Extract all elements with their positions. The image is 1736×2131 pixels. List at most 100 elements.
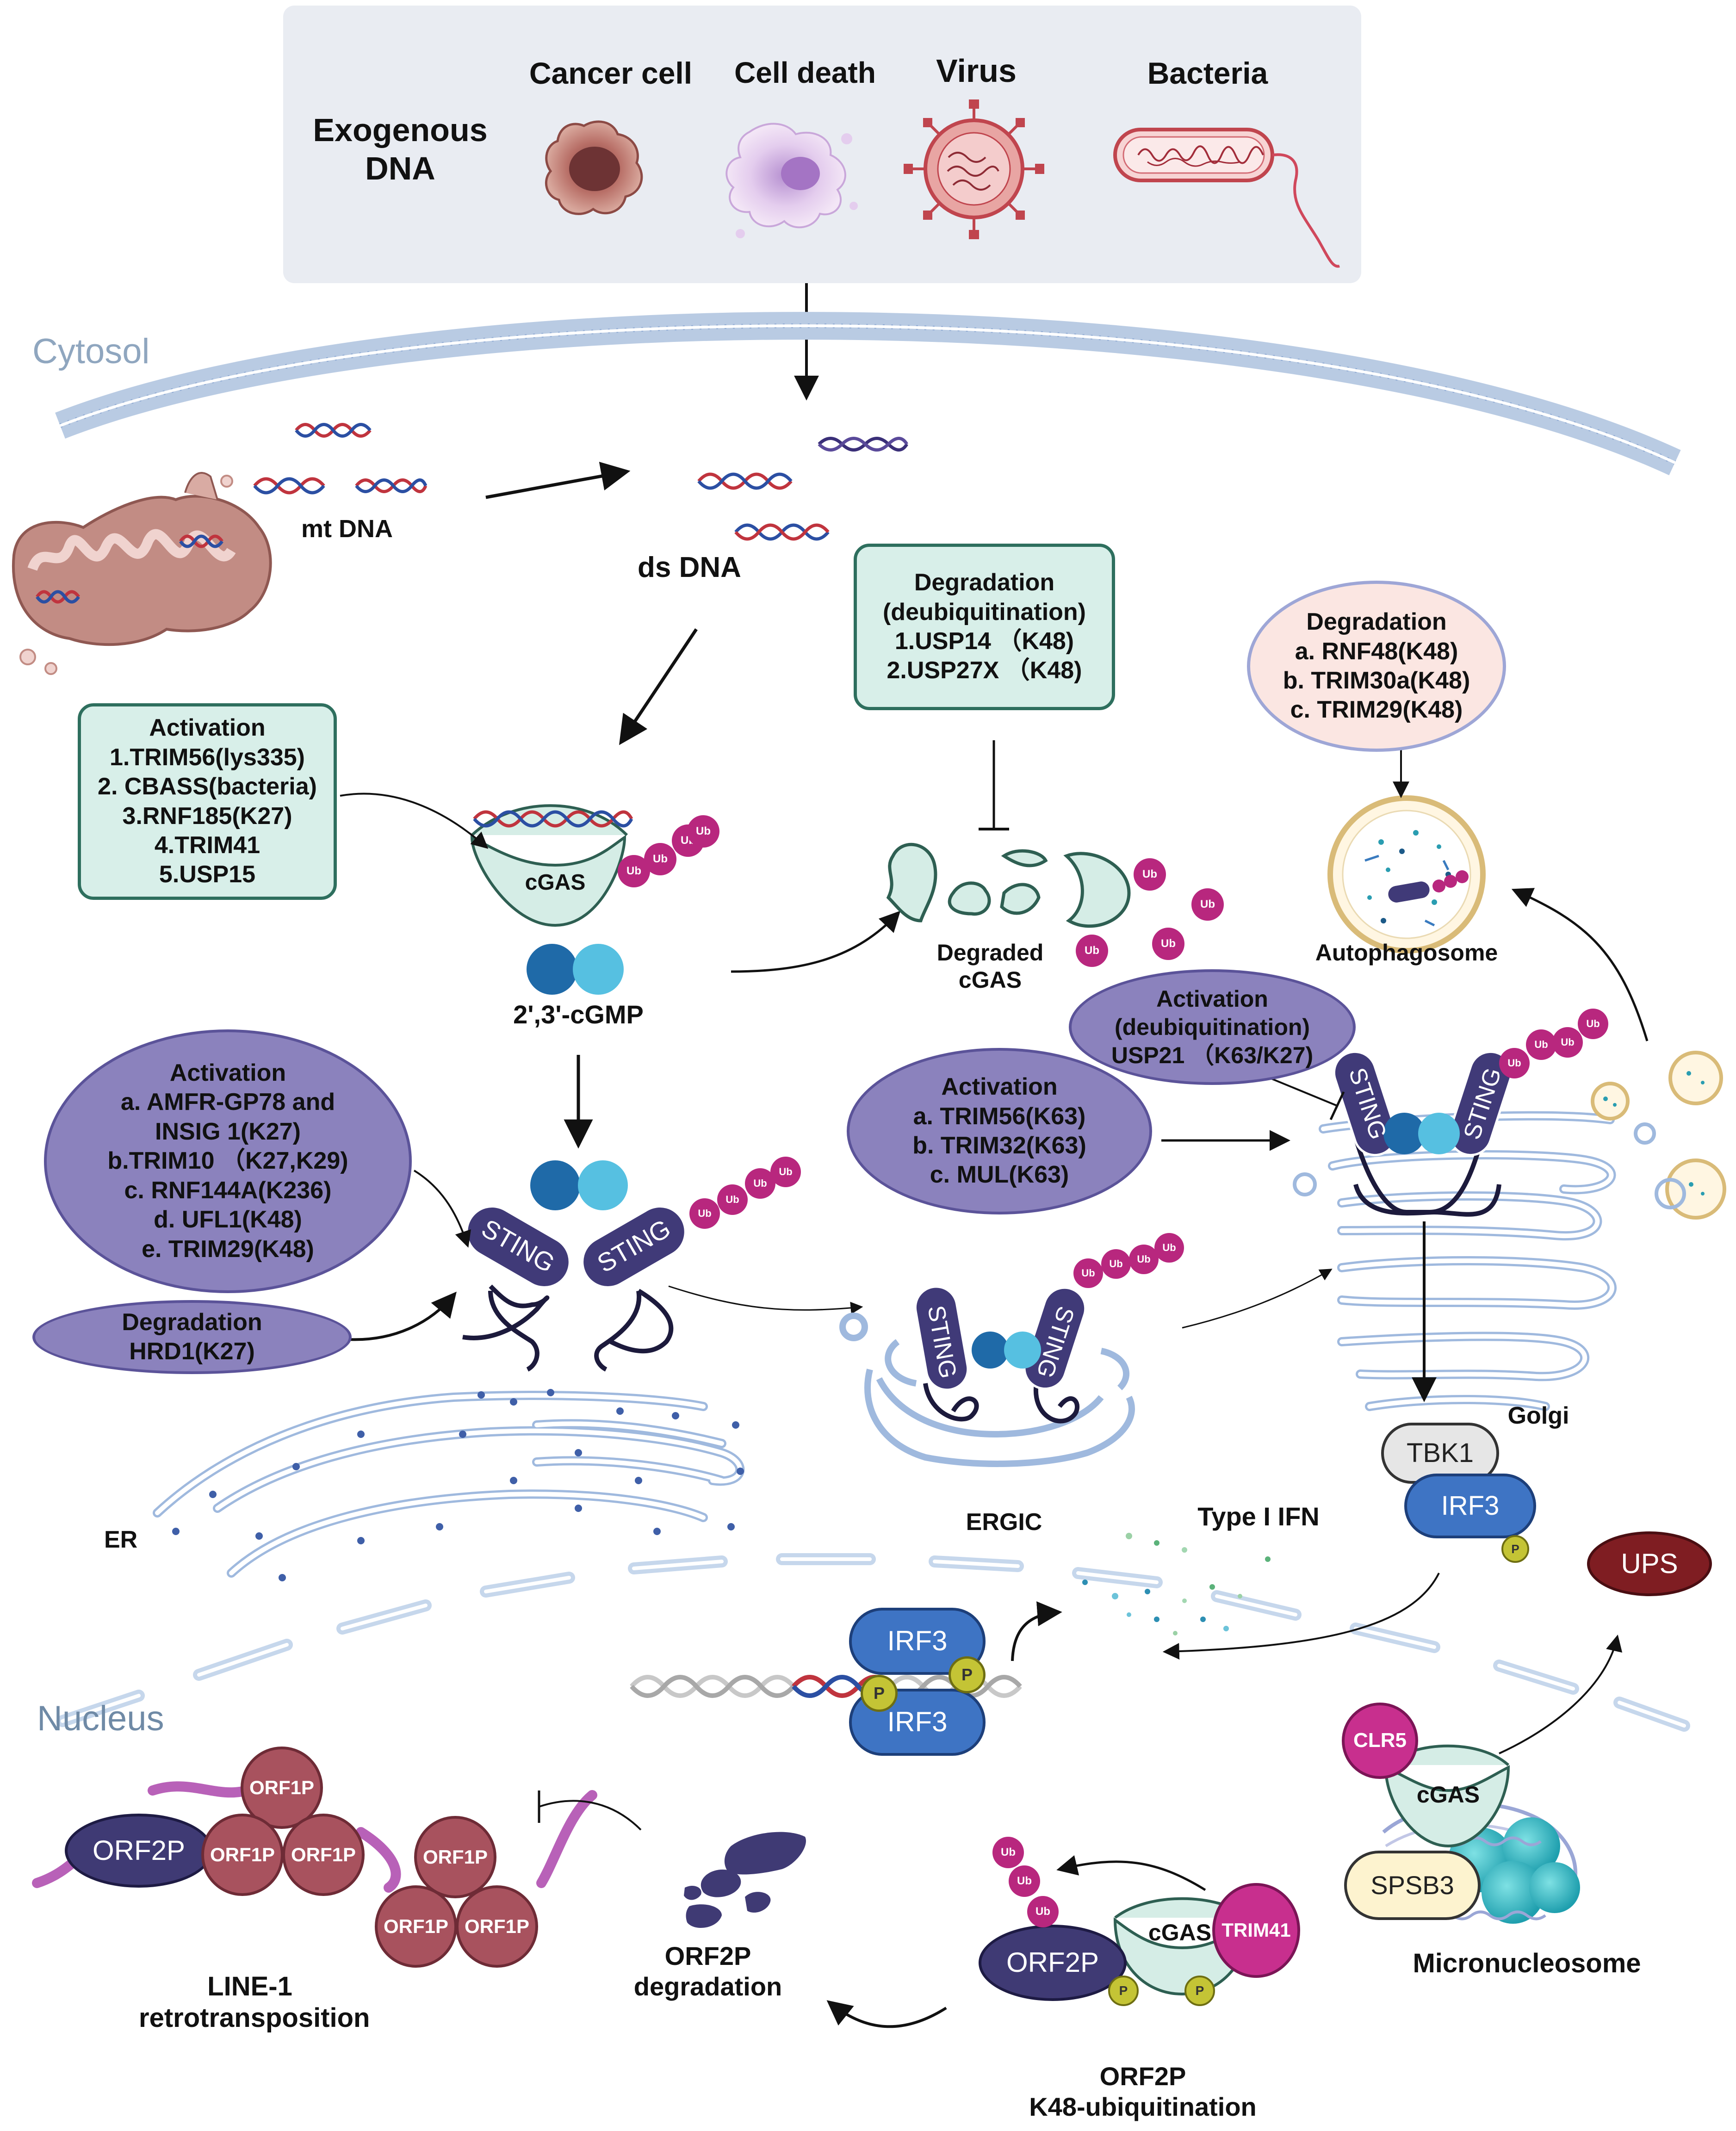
label-cell-death: Cell death <box>734 56 876 89</box>
phosphate-badge: P <box>1501 1535 1529 1563</box>
ds-dna-strand-3 <box>734 523 830 541</box>
sting-ergic <box>914 1285 1087 1424</box>
degraded-cgas-fragments <box>886 842 1131 928</box>
label-type-i-ifn: Type I IFN <box>1197 1502 1320 1531</box>
cgas-degradation-item: 1.USP14 （K48) <box>894 628 1074 655</box>
mt-dna-strand-1 <box>253 477 325 495</box>
ub-badge: Ub <box>1129 1245 1159 1274</box>
mt-dna-strand-3 <box>355 478 428 493</box>
label-degraded-cgas: Degraded cGAS <box>907 939 1073 994</box>
label-orf2p-deg1: ORF2P <box>664 1941 751 1970</box>
cgas-degradation-subtitle: (deubiquitination) <box>882 598 1086 626</box>
label-golgi: Golgi <box>1507 1402 1569 1429</box>
sting-degradation-item: a. RNF48(K48) <box>1295 638 1458 665</box>
label-orf2p-ub1: ORF2P <box>1099 2062 1186 2091</box>
arrow-activation-left-to-sting <box>413 1170 471 1248</box>
plasma-membrane <box>55 312 1681 476</box>
ub-badge: Ub <box>689 1198 720 1229</box>
cgas-activation-item: 2. CBASS(bacteria) <box>98 773 317 800</box>
orf1p-protein: ORF1P <box>456 1885 538 1968</box>
arrow-mtdna-to-dsdna <box>485 462 631 499</box>
sting-activation-left-item: d. UFL1(K48) <box>154 1206 302 1233</box>
ub-badge: Ub <box>1578 1009 1608 1039</box>
orf1p-protein: ORF1P <box>375 1885 457 1968</box>
exogenous-dna-title: Exogenous DNA <box>301 111 500 187</box>
arrow-dsdna-to-cgas <box>619 628 698 745</box>
sting-activation-left-item: b.TRIM10 （K27,K29) <box>107 1147 348 1175</box>
orf2p-fragments <box>684 1832 806 1928</box>
irf3-protein-nucleus-bottom: IRF3 <box>849 1689 986 1756</box>
ergic-compartment <box>839 1313 1135 1467</box>
arrow-hrd1-to-sting <box>347 1291 457 1341</box>
arrow-irf3-to-nucleus <box>1162 1573 1440 1660</box>
ub-badge: Ub <box>1134 858 1166 891</box>
ds-dna-strand-2 <box>818 437 909 452</box>
label-orf2p-k48-ubiquitination: ORF2P K48-ubiquitination <box>1027 2061 1259 2122</box>
phosphate-badge: P <box>1108 1976 1139 2006</box>
label-ds-dna: ds DNA <box>638 551 741 583</box>
label-degraded-cgas-line1: Degraded <box>936 940 1044 966</box>
label-cgas: cGAS <box>1148 1920 1212 1945</box>
label-cancer-cell: Cancer cell <box>529 56 693 90</box>
sting-degradation-item: c. TRIM29(K48) <box>1290 696 1463 724</box>
sting-activation-mid-item: a. TRIM56(K63) <box>913 1103 1086 1130</box>
interferon-particles <box>1082 1533 1271 1635</box>
orf1p-protein: ORF1P <box>414 1816 496 1898</box>
phosphate-badge: P <box>949 1656 986 1693</box>
cgas-activation-item: 1.TRIM56(lys335) <box>110 743 305 771</box>
ub-badge: Ub <box>1027 1896 1059 1927</box>
label-line1-retrotransposition: LINE-1 retrotransposition <box>139 1971 370 2034</box>
sting-degradation-item: b. TRIM30a(K48) <box>1283 667 1470 694</box>
cgas-activation-item: 4.TRIM41 <box>154 831 260 859</box>
sting-activation-left-item: a. AMFR-GP78 and <box>120 1089 335 1116</box>
hrd1-item: HRD1(K27) <box>129 1338 255 1365</box>
usp21-subtitle: (deubiquitination) <box>1114 1014 1310 1040</box>
bacteria-icon <box>1113 128 1340 268</box>
virus-icon <box>904 99 1044 239</box>
ub-badge: Ub <box>1526 1029 1556 1060</box>
exogenous-title-line2: DNA <box>365 150 435 186</box>
cgas-activation-item: 5.USP15 <box>159 861 256 888</box>
arrow-trim41-to-ub <box>1056 1855 1206 1891</box>
inhibit-line-orf2p <box>539 1800 642 1831</box>
ups-proteasome: UPS <box>1587 1531 1712 1596</box>
mt-dna-strand-4 <box>36 590 80 604</box>
ds-dna-strand-1 <box>697 472 793 490</box>
golgi-vesicles <box>1293 1051 1726 1220</box>
usp21-item: USP21 （K63/K27) <box>1111 1042 1314 1068</box>
er-ribosomes <box>172 1389 744 1581</box>
ub-badge: Ub <box>1076 935 1108 967</box>
cgas-degradation-item: 2.USP27X （K48) <box>887 657 1082 684</box>
autophagosome-icon <box>1327 795 1486 954</box>
ub-badge: Ub <box>717 1184 748 1215</box>
label-autophagosome: Autophagosome <box>1315 940 1498 966</box>
sting-activation-left-item: e. TRIM29(K48) <box>142 1235 314 1263</box>
sting-activation-left-ellipse: Activation a. AMFR-GP78 and INSIG 1(K27)… <box>44 1029 412 1293</box>
arrow-golgi-to-autophagosome <box>1511 888 1649 1041</box>
nuclear-envelope-inner <box>61 1557 1686 1728</box>
arrow-to-orf2p-degradation <box>826 2000 947 2028</box>
sting-activation-left-title: Activation <box>169 1059 286 1086</box>
label-ergic: ERGIC <box>966 1509 1042 1536</box>
orf1p-protein: ORF1P <box>282 1814 365 1896</box>
label-cytosol: Cytosol <box>32 332 150 371</box>
er-membrane-inner <box>155 1393 743 1575</box>
orf2p-protein: ORF2P <box>65 1814 213 1888</box>
sting-activation-mid-item: b. TRIM32(K63) <box>912 1132 1086 1159</box>
label-virus: Virus <box>936 53 1017 89</box>
dna-strands <box>36 423 909 604</box>
sting-er <box>462 1160 687 1372</box>
label-er: ER <box>104 1526 138 1553</box>
sting-degradation-ellipse: Degradation a. RNF48(K48) b. TRIM30a(K48… <box>1247 581 1506 752</box>
sting-activation-mid-ellipse: Activation a. TRIM56(K63) b. TRIM32(K63)… <box>847 1048 1152 1214</box>
ub-badge: Ub <box>1101 1249 1131 1279</box>
ub-badge: Ub <box>1499 1048 1530 1078</box>
ub-badge: Ub <box>644 843 676 875</box>
label-cgas: cGAS <box>1416 1782 1480 1808</box>
arrow-sting-to-ergic <box>668 1285 863 1314</box>
usp21-title: Activation <box>1156 985 1268 1012</box>
arrow-ergic-to-golgi <box>1182 1269 1333 1329</box>
ub-badge: Ub <box>1009 1865 1040 1897</box>
ub-badge: Ub <box>1191 888 1224 921</box>
